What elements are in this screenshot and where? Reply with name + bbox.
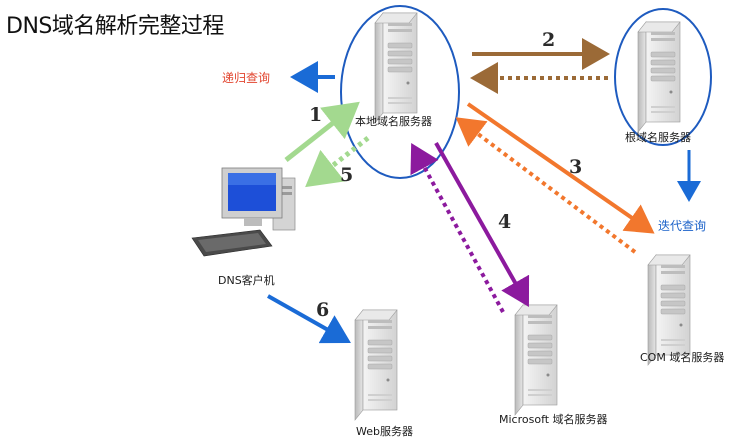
iterative-query-label: 迭代查询	[658, 219, 707, 233]
web-server-icon	[354, 309, 398, 421]
step6-arrow	[267, 294, 351, 344]
com-dns-label: COM 域名服务器	[640, 351, 725, 364]
step-5-number: 5	[340, 164, 354, 186]
step5-arrow	[305, 136, 370, 188]
step-6-number: 6	[316, 299, 330, 321]
root-dns-label: 根域名服务器	[625, 131, 691, 144]
local-dns-label: 本地域名服务器	[355, 115, 432, 128]
recursive-query-label: 递归查询	[222, 71, 271, 85]
microsoft-dns-label: Microsoft 域名服务器	[499, 413, 608, 426]
step-1-number: 1	[309, 104, 323, 126]
local-dns-server-icon	[374, 12, 418, 124]
web-server-label: Web服务器	[356, 425, 413, 438]
microsoft-dns-server-icon	[514, 304, 558, 416]
step4-request-arrow	[434, 142, 530, 307]
root-dns-server-icon	[637, 21, 681, 133]
step1-arrow	[284, 101, 360, 162]
step-2-number: 2	[542, 29, 556, 51]
step3-request-arrow	[466, 102, 655, 234]
client-computer-icon	[191, 167, 296, 257]
step4-response-arrow	[410, 142, 505, 313]
root-dns-highlight-circle	[614, 8, 712, 146]
page-title: DNS域名解析完整过程	[6, 14, 224, 39]
step-3-number: 3	[569, 156, 583, 178]
local-dns-highlight-circle	[340, 5, 460, 179]
step-4-number: 4	[498, 211, 512, 233]
client-label: DNS客户机	[218, 274, 275, 287]
